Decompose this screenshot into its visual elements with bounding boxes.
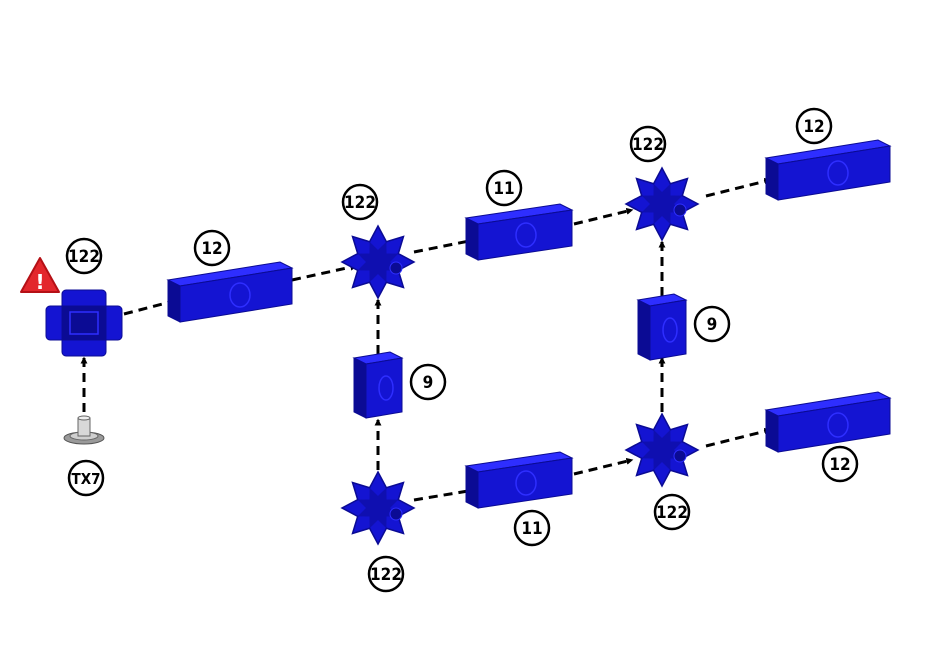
hub-connector-122: [626, 168, 698, 240]
beam-part-11: [466, 204, 572, 260]
arrow-beam11-to-hub-bottom-right: [574, 460, 632, 474]
label-screw: TX7: [69, 461, 103, 495]
screw-tx7-icon: [64, 416, 104, 444]
label-beam-11-top: 11: [487, 171, 521, 205]
label-hub-center: 122: [343, 185, 377, 219]
svg-text:12: 12: [803, 117, 824, 137]
arrow-beam11-to-hub-top-right: [574, 210, 632, 224]
arrow-hub-center-to-beam11: [414, 240, 474, 252]
hub-star-socket: [390, 262, 402, 274]
svg-text:TX7: TX7: [71, 470, 100, 488]
svg-text:11: 11: [493, 179, 514, 199]
hub-connector-122: [46, 290, 122, 356]
label-post-9-left: 9: [411, 365, 445, 399]
arrow-beam12-to-hub-center: [292, 266, 356, 280]
svg-text:12: 12: [201, 239, 222, 259]
arrow-hub-top-right-to-beam12: [706, 180, 770, 196]
label-beam-11-bottom: 11: [515, 511, 549, 545]
label-beam-12-top-right: 12: [797, 109, 831, 143]
hub-star-socket: [390, 508, 402, 520]
label-hub-top-right: 122: [631, 127, 665, 161]
hub-connector-122: [626, 414, 698, 486]
beam-part-12: [168, 262, 292, 322]
svg-text:122: 122: [344, 193, 376, 213]
svg-text:9: 9: [423, 373, 434, 393]
label-post-9-right: 9: [695, 307, 729, 341]
svg-text:12: 12: [829, 455, 850, 475]
beam-part-12: [766, 392, 890, 452]
svg-text:122: 122: [68, 247, 100, 267]
hub-star-socket: [674, 450, 686, 462]
label-beam-12-a: 12: [195, 231, 229, 265]
svg-text:122: 122: [656, 503, 688, 523]
label-hub-bottom-right: 122: [655, 495, 689, 529]
arrow-hub-bottom-to-beam11: [414, 490, 474, 500]
beam-part-12: [766, 140, 890, 200]
post-part-9: [638, 294, 686, 360]
post-part-9: [354, 352, 402, 418]
svg-text:122: 122: [632, 135, 664, 155]
svg-text:122: 122: [370, 565, 402, 585]
hub-star-socket: [674, 204, 686, 216]
label-hub-start: 122: [67, 239, 101, 273]
arrow-hub-bottom-right-to-beam12: [706, 430, 770, 446]
svg-text:11: 11: [521, 519, 542, 539]
hub-connector-122: [342, 472, 414, 544]
warning-mark: !: [35, 270, 44, 294]
label-hub-bottom: 122: [369, 557, 403, 591]
hub-connector-122: [342, 226, 414, 298]
warning-triangle-icon: !: [21, 258, 59, 294]
label-beam-12-bottom-right: 12: [823, 447, 857, 481]
beam-part-11: [466, 452, 572, 508]
svg-text:9: 9: [707, 315, 718, 335]
